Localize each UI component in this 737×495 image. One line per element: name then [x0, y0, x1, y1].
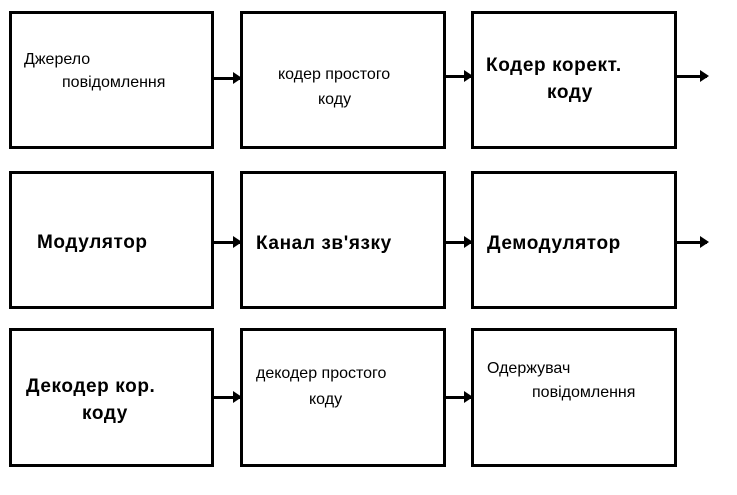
source-coder-block: кодер простого коду: [240, 11, 446, 149]
channel-block: Канал зв'язку: [240, 171, 446, 309]
modulator-block: Модулятор: [9, 171, 214, 309]
arrow-coder-to-corrective-coder: [446, 70, 473, 82]
arrow-modulator-to-channel: [214, 236, 242, 248]
arrow-corrective-decoder-to-decoder: [214, 391, 242, 403]
arrow-decoder-to-receiver: [446, 391, 473, 403]
arrow-corrective-coder-out: [677, 70, 709, 82]
corrective-decoder-label-line1: Декодер кор.: [26, 376, 156, 397]
message-receiver-block: Одержувач повідомлення: [471, 328, 677, 467]
arrow-demodulator-out: [677, 236, 709, 248]
message-receiver-label-line1: Одержувач: [487, 360, 571, 377]
channel-label: Канал зв'язку: [256, 233, 392, 254]
modulator-label: Модулятор: [37, 232, 148, 253]
message-source-block: Джерело повідомлення: [9, 11, 214, 149]
source-decoder-block: декодер простого коду: [240, 328, 446, 467]
corrective-decoder-block: Декодер кор. коду: [9, 328, 214, 467]
arrow-source-to-coder: [214, 72, 242, 84]
corrective-coder-label-line1: Кодер корект.: [486, 55, 622, 76]
message-source-label-line2: повідомлення: [62, 74, 166, 91]
source-decoder-label-line1: декодер простого: [256, 365, 387, 382]
message-receiver-label-line2: повідомлення: [532, 384, 636, 401]
corrective-coder-block: Кодер корект. коду: [471, 11, 677, 149]
source-coder-label-line2: коду: [318, 91, 352, 108]
corrective-coder-label-line2: коду: [547, 82, 593, 103]
arrow-channel-to-demodulator: [446, 236, 473, 248]
source-decoder-label-line2: коду: [309, 391, 343, 408]
source-coder-label-line1: кодер простого: [278, 66, 391, 83]
demodulator-label: Демодулятор: [487, 233, 621, 254]
message-source-label-line1: Джерело: [24, 51, 91, 68]
corrective-decoder-label-line2: коду: [82, 403, 128, 424]
demodulator-block: Демодулятор: [471, 171, 677, 309]
